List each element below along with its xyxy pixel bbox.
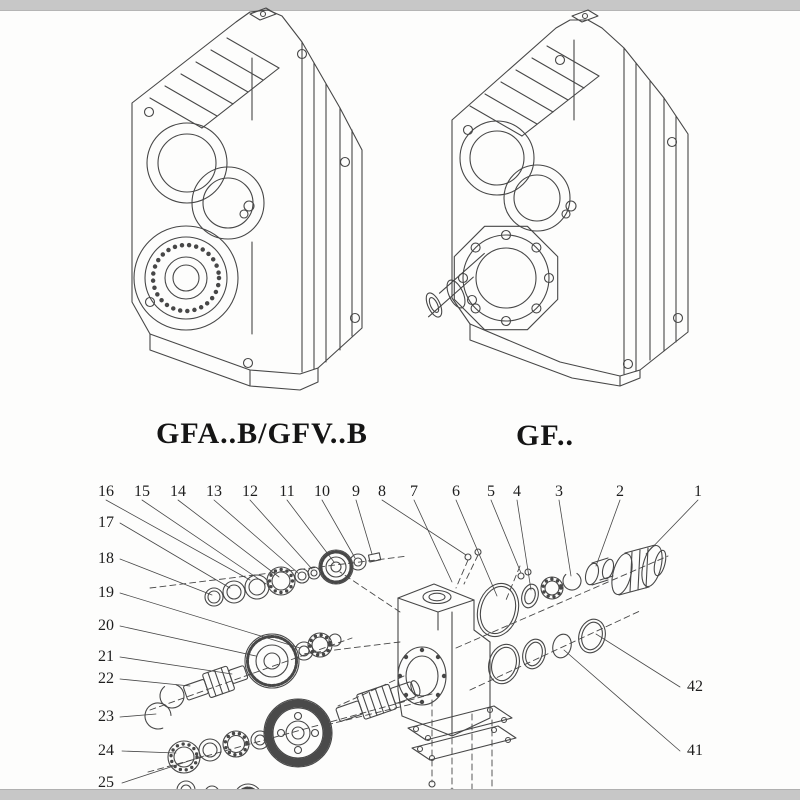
part-callout: 42 [687,678,703,695]
part-callout: 19 [98,584,114,601]
part-callout: 4 [513,483,521,500]
callout-leader-lines [105,499,699,784]
part-callout: 21 [98,648,114,665]
part-callout: 22 [98,670,114,687]
gf-gearbox-drawing [425,9,689,387]
part-callout: 5 [487,483,495,500]
part-callout: 7 [410,483,418,500]
part-callout: 25 [98,774,114,791]
part-callout: 18 [98,550,114,567]
caption-gfa-model: GFA..B/GFV..B [156,417,368,450]
part-callout: 9 [352,483,360,500]
part-callout: 6 [452,483,460,500]
part-callout: 13 [206,483,222,500]
top-edge-band [0,0,800,11]
part-callout: 11 [279,483,295,500]
part-callout: 17 [98,514,114,531]
bottom-edge-band [0,789,800,800]
part-callout: 16 [98,483,114,500]
part-callout: 8 [378,483,386,500]
part-callout: 41 [687,742,703,759]
part-callout: 2 [616,483,624,500]
part-callout: 15 [134,483,150,500]
part-callout: 3 [555,483,563,500]
part-callout: 20 [98,617,114,634]
part-callout: 1 [694,483,702,500]
part-callout: 23 [98,708,114,725]
part-callout: 24 [98,742,114,759]
part-callout: 12 [242,483,258,500]
part-callout: 14 [170,483,186,500]
caption-gf-model: GF.. [516,419,574,452]
gfa-gearbox-drawing [131,7,363,391]
part-callout: 10 [314,483,330,500]
